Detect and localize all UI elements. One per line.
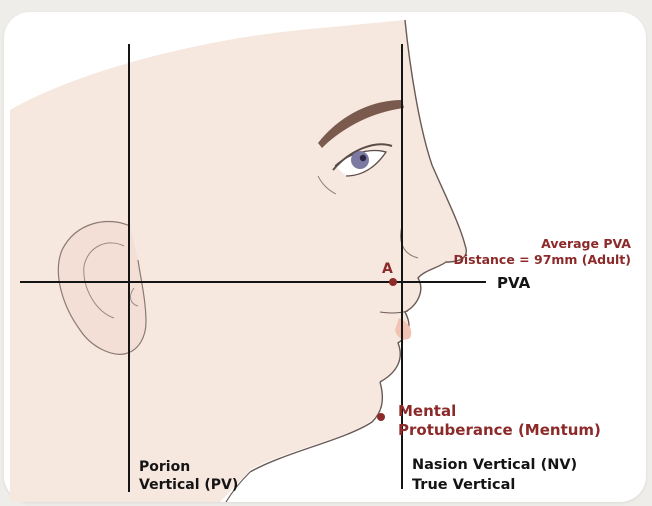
point-a-marker <box>389 278 397 286</box>
average-pva-title: Average PVA <box>454 236 631 252</box>
porion-vertical-line2: Vertical (PV) <box>139 476 238 494</box>
nasion-vertical-label: Nasion Vertical (NV) True Vertical <box>412 455 577 495</box>
mental-protuberance-label: Mental Protuberance (Mentum) <box>398 402 601 440</box>
eye-pupil <box>360 155 366 161</box>
average-pva-distance: Distance = 97mm (Adult) <box>454 252 631 268</box>
porion-vertical-label: Porion Vertical (PV) <box>139 458 238 494</box>
mentum-marker <box>377 413 385 421</box>
porion-vertical-line1: Porion <box>139 458 238 476</box>
mental-protuberance-line2: Protuberance (Mentum) <box>398 421 601 440</box>
average-pva-label: Average PVA Distance = 97mm (Adult) <box>454 236 631 268</box>
pva-label: PVA <box>497 274 530 292</box>
point-a-label: A <box>382 261 393 277</box>
nasion-vertical-text: Nasion Vertical (NV) <box>412 455 577 475</box>
mental-protuberance-line1: Mental <box>398 402 601 421</box>
eye-iris <box>351 151 369 169</box>
true-vertical-text: True Vertical <box>412 475 577 495</box>
